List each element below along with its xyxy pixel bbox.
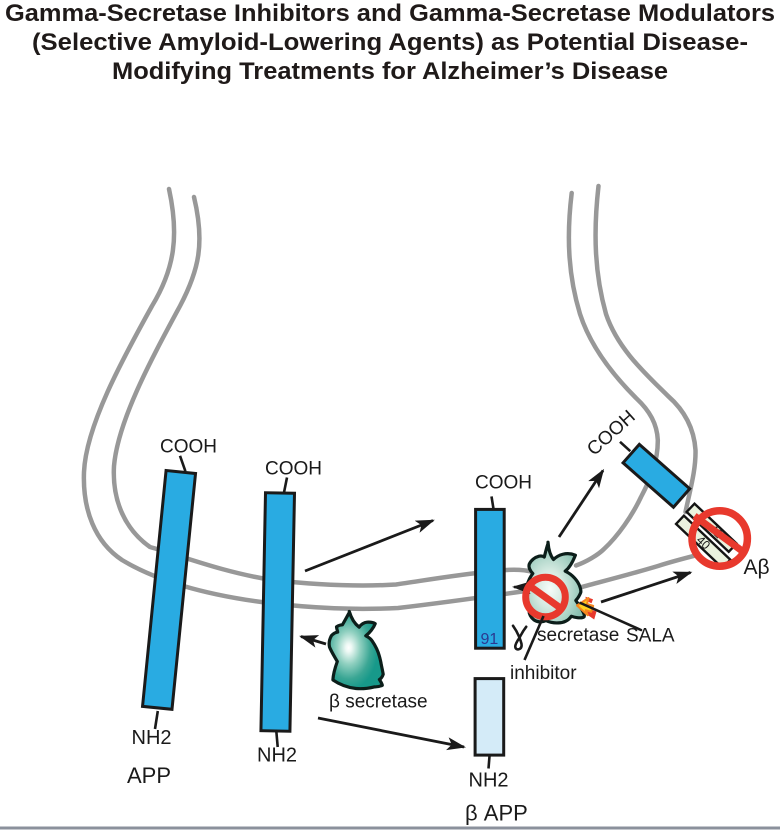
svg-text:Aβ: Aβ	[744, 556, 770, 579]
svg-text:Gamma-Secretase Inhibitors and: Gamma-Secretase Inhibitors and Gamma-Sec…	[5, 0, 775, 27]
svg-text:(Selective Amyloid-Lowering Ag: (Selective Amyloid-Lowering Agents) as P…	[32, 29, 748, 56]
svg-text:91: 91	[481, 631, 499, 648]
svg-text:COOH: COOH	[265, 459, 322, 480]
svg-text:COOH: COOH	[160, 437, 217, 458]
svg-text:Modifying Treatments for Alzhe: Modifying Treatments for Alzheimer’s Dis…	[112, 58, 668, 85]
svg-text:APP: APP	[127, 763, 171, 788]
svg-text:COOH: COOH	[475, 473, 532, 494]
svg-text:NH2: NH2	[257, 745, 297, 767]
svg-text:NH2: NH2	[132, 727, 172, 749]
svg-text:inhibitor: inhibitor	[510, 663, 577, 684]
svg-text:SALA: SALA	[626, 626, 675, 647]
svg-text:NH2: NH2	[469, 770, 509, 792]
svg-text:β secretase: β secretase	[329, 692, 428, 713]
svg-text:secretase: secretase	[537, 625, 619, 646]
svg-text:β APP: β APP	[465, 801, 528, 826]
